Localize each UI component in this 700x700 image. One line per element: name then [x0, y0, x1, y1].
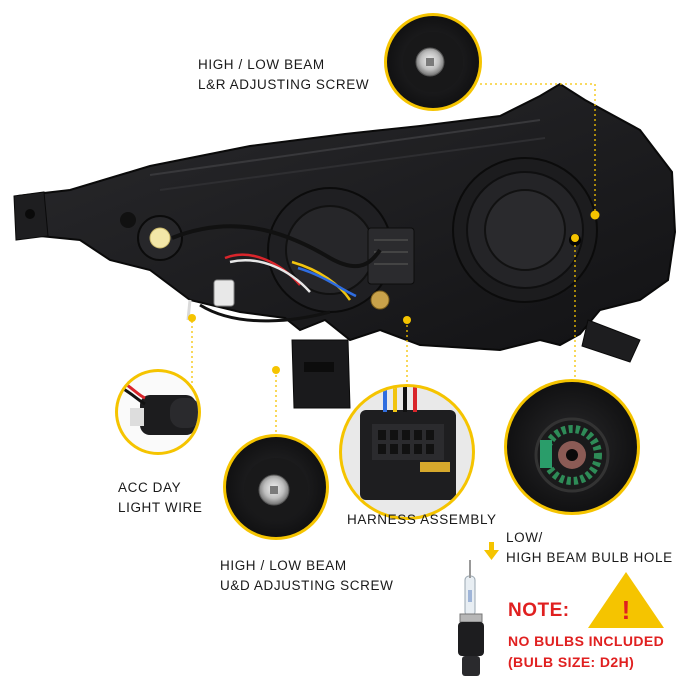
label-harness-assembly: HARNESS ASSEMBLY: [347, 512, 497, 527]
headlight-housing: [13, 82, 677, 409]
note-no-bulbs: NO BULBS INCLUDED: [508, 633, 665, 649]
detail-acc-wire: [115, 369, 201, 455]
label-lr-adjusting-screw: HIGH / LOW BEAM L&R ADJUSTING SCREW: [198, 57, 370, 92]
detail-ud-screw: [223, 434, 329, 540]
label-ud-adjusting-screw: HIGH / LOW BEAM U&D ADJUSTING SCREW: [220, 558, 394, 593]
note-bulb-size: (BULB SIZE: D2H): [508, 654, 635, 670]
d2h-bulb-image: [458, 560, 484, 676]
detail-bulb-hole: [504, 379, 640, 515]
leader-dots: [188, 210, 600, 374]
label-acc-day-light-wire: ACC DAY LIGHT WIRE: [118, 480, 203, 515]
warning-triangle-icon: [588, 572, 664, 628]
detail-lr-screw: [384, 13, 482, 111]
warning-symbol: !: [622, 595, 631, 625]
note-title: NOTE:: [508, 600, 570, 621]
detail-harness: [339, 384, 475, 520]
arrow-down-icon: [484, 542, 499, 560]
label-bulb-hole: LOW/ HIGH BEAM BULB HOLE: [506, 530, 673, 565]
